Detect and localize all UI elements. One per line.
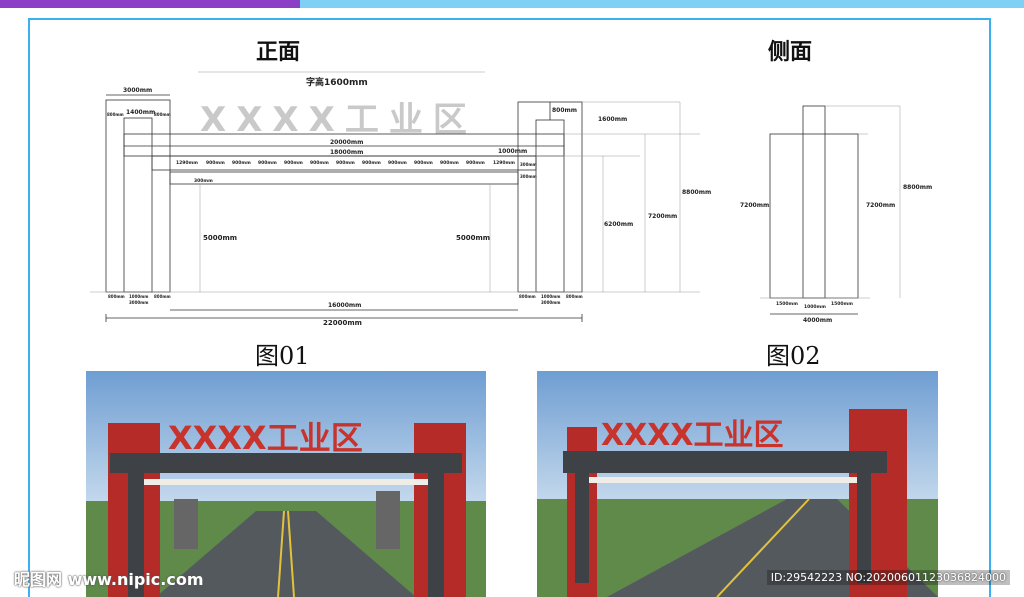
dim-span-20000: 20000mm (330, 139, 363, 146)
dim-left-col-b: 800mm (154, 112, 171, 117)
front-view-heading: 正面 (256, 40, 301, 65)
dim-seg-group: 900mm 900mm 900mm 900mm 900mm 900mm 900m… (206, 160, 485, 166)
dim-base-3000-right: 3000mm (541, 300, 560, 305)
side-dim-b1: 1500mm (776, 301, 798, 307)
dim-seg: 900mm (206, 160, 225, 166)
image-id-watermark: ID:29542223 NO:20200601123036824000 (766, 570, 1010, 585)
side-dim-b2: 1000mm (804, 304, 826, 310)
dim-top-width: 3000mm (123, 87, 152, 94)
dim-inner-16000: 16000mm (328, 302, 361, 309)
dim-right-top-height: 1600mm (598, 116, 627, 123)
side-dim-total: 4000mm (803, 317, 832, 324)
dim-seg-first: 1290mm (176, 160, 198, 166)
dim-span-18000: 18000mm (330, 149, 363, 156)
dim-inner-top: 1400mm (126, 109, 155, 116)
dim-height-5000-right: 5000mm (456, 234, 490, 242)
technical-drawing: 字高1600mm XXXX工业区 3000mm 1400mm 800mm 800… (90, 71, 932, 327)
dim-right-top: 800mm (552, 107, 577, 114)
dim-seg: 900mm (232, 160, 251, 166)
dim-v-300b: 300mm (520, 174, 537, 179)
dim-seg: 900mm (310, 160, 329, 166)
render-front-view: XXXX工业区 (86, 371, 486, 597)
sign-text-outline: XXXX工业区 (200, 100, 477, 140)
dim-seg: 900mm (336, 160, 355, 166)
dim-seg: 900mm (362, 160, 381, 166)
render-side-view: XXXX工业区 (537, 371, 938, 597)
dim-v-300a: 300mm (520, 162, 537, 167)
side-dim-7200-left: 7200mm (740, 202, 769, 209)
side-view-heading: 侧面 (768, 40, 813, 65)
dim-total-22000: 22000mm (323, 319, 362, 327)
dim-height-7200: 7200mm (648, 213, 677, 220)
figure-caption-01: 图01 (255, 342, 310, 370)
render-side-illustration: XXXX工业区 (537, 371, 938, 597)
dim-base-3000-left: 3000mm (129, 300, 148, 305)
dim-base-800-left: 800mm (108, 294, 125, 299)
side-dim-8800: 8800mm (903, 184, 932, 191)
dim-seg: 900mm (284, 160, 303, 166)
top-accent-blue (300, 0, 1024, 8)
render-sign-text-2: XXXX工业区 (601, 418, 784, 453)
dim-base-1000-right: 1000mm (541, 294, 560, 299)
top-accent-purple (0, 0, 300, 8)
render-sign-text-1: XXXX工业区 (168, 419, 363, 457)
dim-seg-300: 300mm (194, 178, 213, 184)
char-height-label: 字高1600mm (306, 76, 368, 88)
dim-base-800-right: 800mm (519, 294, 536, 299)
side-dim-b3: 1500mm (831, 301, 853, 307)
dim-left-col-a: 800mm (107, 112, 124, 117)
dim-seg: 900mm (440, 160, 459, 166)
dim-base-800-left2: 800mm (154, 294, 171, 299)
dim-seg: 900mm (388, 160, 407, 166)
dim-base-800-right2: 800mm (566, 294, 583, 299)
dim-seg: 900mm (414, 160, 433, 166)
side-dim-7200-right: 7200mm (866, 202, 895, 209)
dim-base-1000-left: 1000mm (129, 294, 148, 299)
dim-height-8800: 8800mm (682, 189, 711, 196)
content-frame (28, 18, 991, 597)
nipic-watermark: 昵图网 www.nipic.com (14, 570, 204, 589)
dim-seg: 900mm (258, 160, 277, 166)
render-front-illustration: XXXX工业区 (86, 371, 486, 597)
dim-beam-1000: 1000mm (498, 148, 527, 155)
dim-seg-last: 1290mm (493, 160, 515, 166)
dim-seg: 900mm (466, 160, 485, 166)
figure-caption-02: 图02 (766, 342, 821, 370)
dim-height-5000-left: 5000mm (203, 234, 237, 242)
dim-height-6200: 6200mm (604, 221, 633, 228)
